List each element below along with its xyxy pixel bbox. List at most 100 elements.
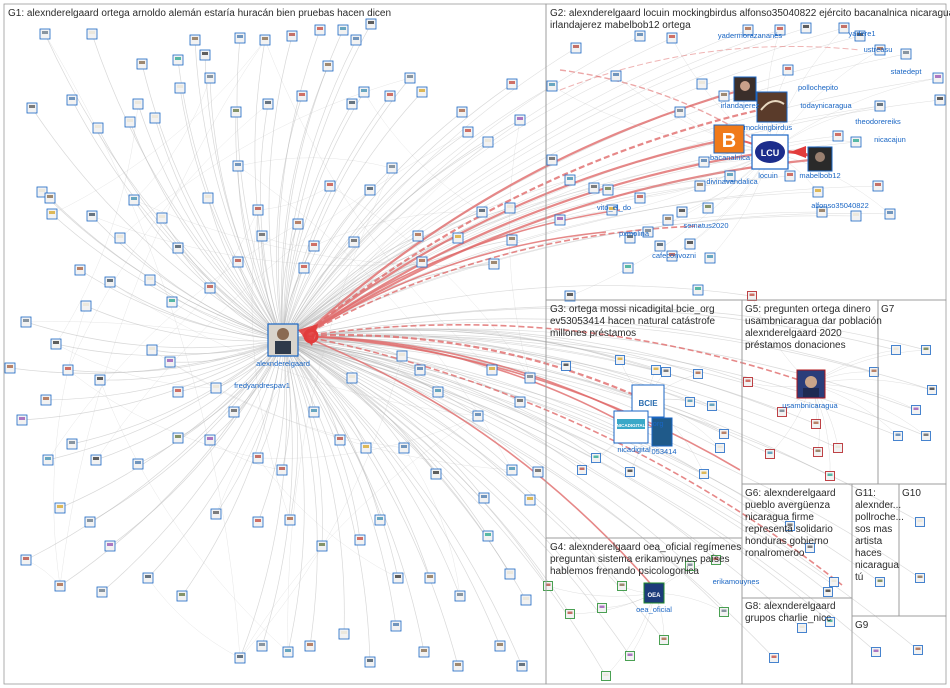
node-avatar[interactable] <box>26 102 38 114</box>
node-avatar[interactable] <box>189 34 201 46</box>
node-avatar[interactable] <box>915 573 925 583</box>
node-avatar[interactable] <box>398 442 410 454</box>
node-avatar[interactable] <box>316 540 328 552</box>
node-avatar[interactable] <box>42 454 54 466</box>
node-avatar[interactable] <box>54 580 66 592</box>
node-avatar[interactable] <box>543 581 553 591</box>
node-avatar[interactable] <box>66 94 78 106</box>
node-avatar[interactable] <box>715 443 725 453</box>
node-avatar[interactable] <box>346 98 358 110</box>
node-avatar[interactable] <box>324 180 336 192</box>
node-avatar[interactable] <box>66 438 78 450</box>
node-avatar[interactable] <box>813 447 823 457</box>
node-avatar[interactable] <box>561 361 571 371</box>
node-avatar[interactable] <box>617 581 627 591</box>
node-avatar[interactable] <box>252 204 264 216</box>
node-avatar[interactable] <box>46 208 58 220</box>
node-avatar[interactable] <box>651 365 661 375</box>
node-nicadigital[interactable]: NICADIGITAL <box>613 410 649 444</box>
node-avatar[interactable] <box>384 90 396 102</box>
node-avatar[interactable] <box>872 180 884 192</box>
node-avatar[interactable] <box>869 367 879 377</box>
node-avatar[interactable] <box>642 226 654 238</box>
node-avatar[interactable] <box>44 192 56 204</box>
node-avatar[interactable] <box>20 316 32 328</box>
node-avatar[interactable] <box>418 646 430 658</box>
node-avatar[interactable] <box>210 508 222 520</box>
node-avatar[interactable] <box>16 414 28 426</box>
node-avatar[interactable] <box>588 182 600 194</box>
node-avatar[interactable] <box>622 262 634 274</box>
node-avatar[interactable] <box>564 174 576 186</box>
node-avatar[interactable] <box>769 653 779 663</box>
node-avatar[interactable] <box>234 652 246 664</box>
node-mabelbob12[interactable] <box>807 146 833 172</box>
node-avatar[interactable] <box>164 356 176 368</box>
node-avatar[interactable] <box>146 344 158 356</box>
node-avatar[interactable] <box>504 568 516 580</box>
node-avatar[interactable] <box>86 210 98 222</box>
node-avatar[interactable] <box>615 355 625 365</box>
node-avatar[interactable] <box>386 162 398 174</box>
node-avatar[interactable] <box>606 204 618 216</box>
node-avatar[interactable] <box>932 72 944 84</box>
node-avatar[interactable] <box>114 232 126 244</box>
node-avatar[interactable] <box>685 397 695 407</box>
node-avatar[interactable] <box>747 291 757 301</box>
node-avatar[interactable] <box>365 18 377 30</box>
node-avatar[interactable] <box>742 24 754 36</box>
node-avatar[interactable] <box>494 640 506 652</box>
node-avatar[interactable] <box>825 471 835 481</box>
node-avatar[interactable] <box>234 32 246 44</box>
node-avatar[interactable] <box>874 44 886 56</box>
node-avatar[interactable] <box>172 54 184 66</box>
node-avatar[interactable] <box>202 192 214 204</box>
node-avatar[interactable] <box>276 464 288 476</box>
node-avatar[interactable] <box>204 72 216 84</box>
node-avatar[interactable] <box>172 242 184 254</box>
node-avatar[interactable] <box>204 282 216 294</box>
node-avatar[interactable] <box>364 656 376 668</box>
node-avatar[interactable] <box>684 238 696 250</box>
node-avatar[interactable] <box>39 28 51 40</box>
node-avatar[interactable] <box>128 194 140 206</box>
node-avatar[interactable] <box>524 494 536 506</box>
node-avatar[interactable] <box>476 206 488 218</box>
node-avatar[interactable] <box>210 382 222 394</box>
node-avatar[interactable] <box>228 406 240 418</box>
node-avatar[interactable] <box>348 236 360 248</box>
node-avatar[interactable] <box>414 364 426 376</box>
node-locuin[interactable]: LCU <box>751 134 789 170</box>
node-avatar[interactable] <box>314 24 326 36</box>
node-oea-oficial[interactable]: OEA <box>643 582 665 604</box>
node-avatar[interactable] <box>694 180 706 192</box>
node-avatar[interactable] <box>625 467 635 477</box>
node-avatar[interactable] <box>900 48 912 60</box>
node-avatar[interactable] <box>132 98 144 110</box>
node-avatar[interactable] <box>812 186 824 198</box>
node-avatar[interactable] <box>913 645 923 655</box>
node-avatar[interactable] <box>602 184 614 196</box>
node-avatar[interactable] <box>84 516 96 528</box>
node-avatar[interactable] <box>174 82 186 94</box>
node-avatar[interactable] <box>144 274 156 286</box>
node-avatar[interactable] <box>520 594 532 606</box>
node-avatar[interactable] <box>850 210 862 222</box>
node-avatar[interactable] <box>472 410 484 422</box>
node-avatar[interactable] <box>816 206 828 218</box>
node-avatar[interactable] <box>707 401 717 411</box>
node-avatar[interactable] <box>625 651 635 661</box>
node-avatar[interactable] <box>40 394 52 406</box>
node-avatar[interactable] <box>90 454 102 466</box>
node-ev53053414[interactable] <box>651 417 673 447</box>
node-avatar[interactable] <box>50 338 62 350</box>
node-avatar[interactable] <box>86 28 98 40</box>
node-avatar[interactable] <box>893 431 903 441</box>
node-avatar[interactable] <box>577 465 587 475</box>
node-avatar[interactable] <box>666 32 678 44</box>
node-avatar[interactable] <box>874 100 886 112</box>
node-avatar[interactable] <box>92 122 104 134</box>
node-avatar[interactable] <box>634 192 646 204</box>
node-avatar[interactable] <box>698 156 710 168</box>
node-avatar[interactable] <box>256 640 268 652</box>
